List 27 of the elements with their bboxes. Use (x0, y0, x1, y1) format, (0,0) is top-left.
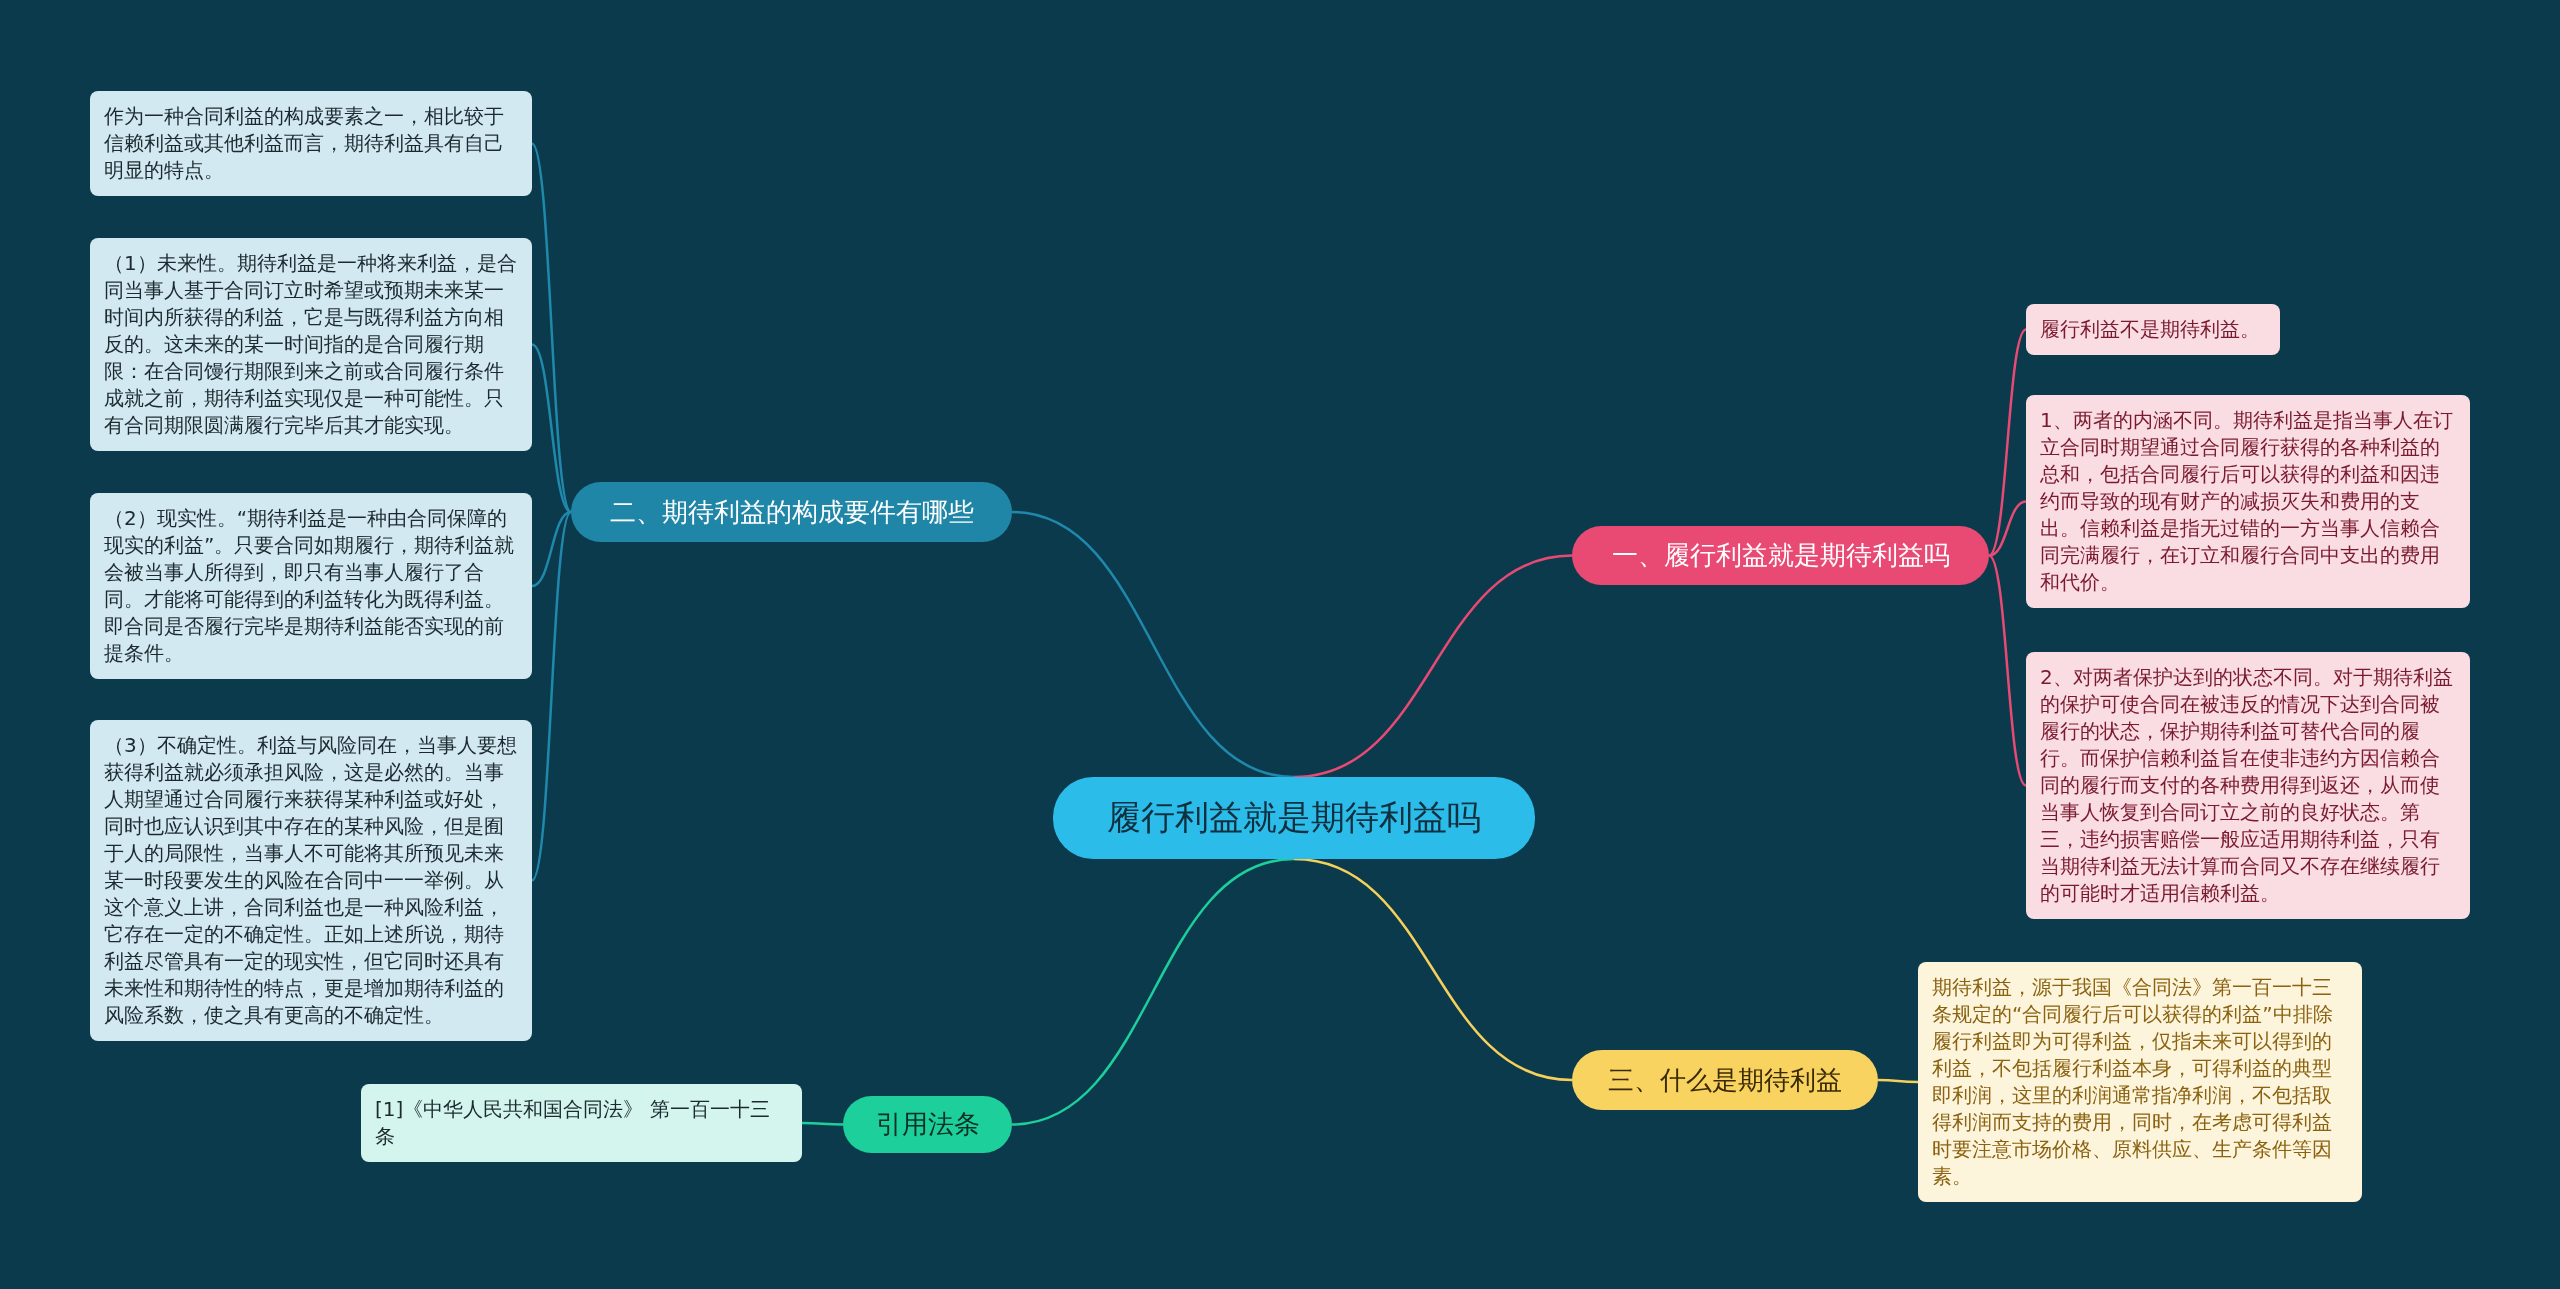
connector-line (1988, 554, 2027, 787)
text-card: （3）不确定性。利益与风险同在，当事人要想获得利益就必须承担风险，这是必然的。当事人期望通过合同履行来获得某种利益或好处，同时也应认识到其中存在的某种风险，但是囿于人的局限性，当事人不可能将其所预见未来某一时段要发生的风险在合同中一一举例。从这个意义上讲，合同利益也是一种风险利益，它存在一定的不确定性。正如上述所说，期待利益尽管具有一定的现实性，但它同时还具有未来性和期待性的特点，更是增加期待利益的风险系数，使之具有更高的不确定性。 (90, 720, 532, 1041)
text-card: 作为一种合同利益的构成要素之一，相比较于信赖利益或其他利益而言，期待利益具有自己明显的特点。 (90, 91, 532, 196)
connector-line (1011, 857, 1295, 1126)
branch-topic: 三、什么是期待利益 (1572, 1050, 1878, 1110)
text-card: 期待利益，源于我国《合同法》第一百一十三条规定的“合同履行后可以获得的利益”中排除履行利益即为可得利益，仅指未来可以得到的利益，不包括履行利益本身，可得利益的典型即利润，这里的利润通常指净利润，不包括取得利润而支持的费用，同时，在考虑可得利益时要注意市场价格、原料供应、生产条件等因素。 (1918, 962, 2362, 1202)
text-card: （1）未来性。期待利益是一种将来利益，是合同当事人基于合同订立时希望或预期未来某一时间内所获得的利益，它是与既得利益方向相反的。这未来的某一时间指的是合同履行期限：在合同馒行期限到来之前或合同履行条件成就之前，期待利益实现仅是一种可能性。只有合同期限圆满履行完毕后其才能实现。 (90, 238, 532, 451)
root-topic: 履行利益就是期待利益吗 (1053, 777, 1535, 859)
text-card: [1]《中华人民共和国合同法》 第一百一十三条 (361, 1084, 802, 1162)
connector-line (1293, 857, 1573, 1082)
text-card: （2）现实性。“期待利益是一种由合同保障的现实的利益”。只要合同如期履行，期待利益就会被当事人所得到，即只有当事人履行了合同。才能将可能得到的利益转化为既得利益。即合同是否履行完毕是期待利益能否实现的前提条件。 (90, 493, 532, 679)
branch-topic: 二、期待利益的构成要件有哪些 (571, 482, 1012, 542)
connector-line (802, 1121, 843, 1126)
connector-line (1878, 1078, 1918, 1084)
text-card: 2、对两者保护达到的状态不同。对于期待利益的保护可使合同在被违反的情况下达到合同被履行的状态，保护期待利益可替代合同的履行。而保护信赖利益旨在使非违约方因信赖合同的履行而支付的各种费用得到返还，从而使当事人恢复到合同订立之前的良好状态。第三，违约损害赔偿一般应适用期待利益，只有当期待利益无法计算而合同又不存在继续履行的可能时才适用信赖利益。 (2026, 652, 2470, 919)
connector-line (1293, 554, 1573, 779)
connector-line (530, 511, 573, 882)
connector-line (1011, 510, 1295, 779)
branch-topic: 引用法条 (843, 1096, 1012, 1153)
branch-topic: 一、履行利益就是期待利益吗 (1572, 526, 1989, 585)
connector-line (531, 510, 572, 588)
connector-line (1988, 328, 2027, 557)
text-card: 履行利益不是期待利益。 (2026, 304, 2280, 355)
connector-line (1988, 500, 2027, 557)
connector-line (530, 142, 573, 513)
text-card: 1、两者的内涵不同。期待利益是指当事人在订立合同时期望通过合同履行获得的各种利益的总和，包括合同履行后可以获得的利益和因违约而导致的现有财产的减损灭失和费用的支出。信赖利益是指无过错的一方当事人信赖合同完满履行，在订立和履行合同中支出的费用和代价。 (2026, 395, 2470, 608)
connector-line (531, 343, 572, 513)
